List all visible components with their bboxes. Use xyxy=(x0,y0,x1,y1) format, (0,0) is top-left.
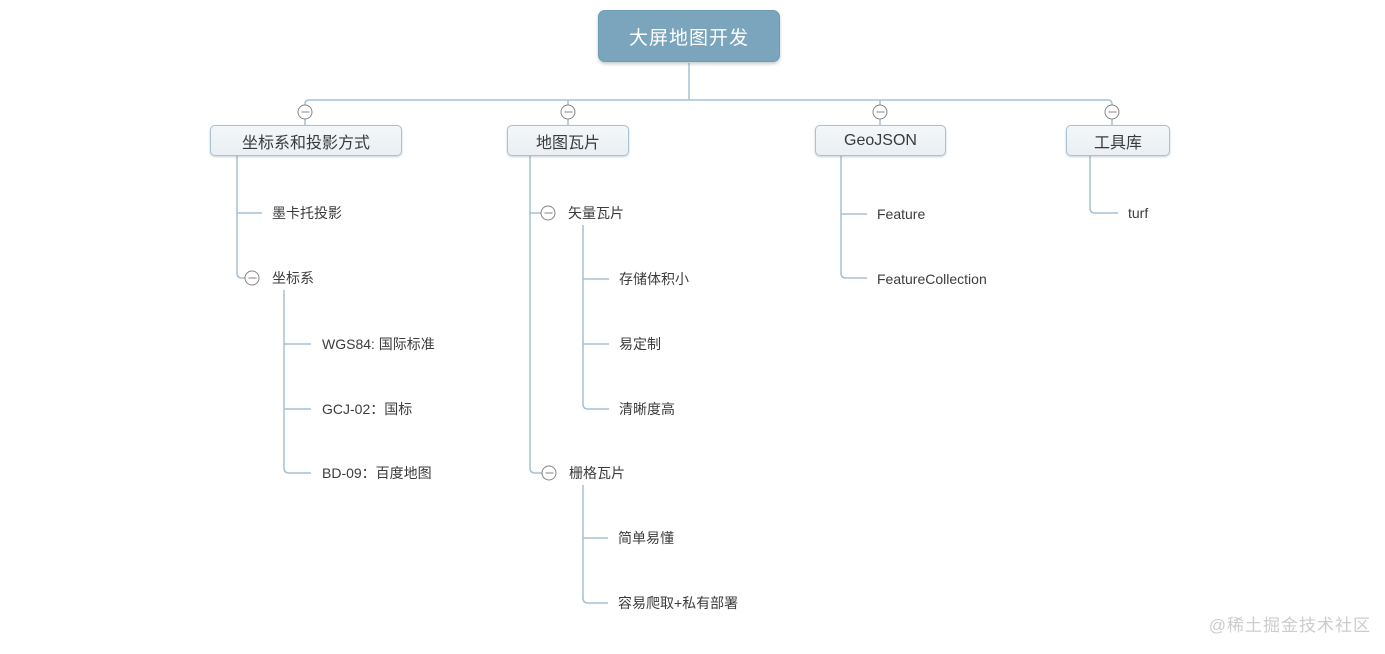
node-turf[interactable]: turf xyxy=(1128,205,1149,221)
node-easy-customize[interactable]: 易定制 xyxy=(619,336,661,352)
node-easy-crawl-private-deploy[interactable]: 容易爬取+私有部署 xyxy=(618,595,739,611)
minus-glyph xyxy=(1108,111,1116,113)
node-map-tiles[interactable]: 地图瓦片 xyxy=(507,125,629,156)
node-high-clarity[interactable]: 清晰度高 xyxy=(619,401,675,417)
collapse-minus-icon[interactable] xyxy=(1104,104,1120,120)
node-featurecollection[interactable]: FeatureCollection xyxy=(877,271,987,287)
juejin-watermark: @稀土掘金技术社区 xyxy=(1208,616,1371,635)
node-tool-library[interactable]: 工具库 xyxy=(1066,125,1170,156)
collapse-minus-icon[interactable] xyxy=(297,104,313,120)
collapse-minus-icon[interactable] xyxy=(872,104,888,120)
node-simple-understand[interactable]: 简单易懂 xyxy=(618,530,674,546)
node-coordinate-system[interactable]: 坐标系 xyxy=(272,270,314,286)
node-geojson[interactable]: GeoJSON xyxy=(815,125,946,156)
minus-glyph xyxy=(876,111,884,113)
node-small-storage[interactable]: 存储体积小 xyxy=(619,271,689,287)
node-raster-tiles[interactable]: 栅格瓦片 xyxy=(569,465,625,481)
minus-glyph xyxy=(544,212,552,214)
minus-glyph xyxy=(248,277,256,279)
minus-glyph xyxy=(564,111,572,113)
node-vector-tiles[interactable]: 矢量瓦片 xyxy=(568,205,624,221)
node-coordinate-systems-and-projection[interactable]: 坐标系和投影方式 xyxy=(210,125,402,156)
node-bd09[interactable]: BD-09：百度地图 xyxy=(322,465,432,481)
node-wgs84[interactable]: WGS84: 国际标准 xyxy=(322,336,435,352)
collapse-minus-icon[interactable] xyxy=(560,104,576,120)
collapse-minus-icon[interactable] xyxy=(541,465,557,481)
node-feature[interactable]: Feature xyxy=(877,206,926,222)
collapse-minus-icon[interactable] xyxy=(244,270,260,286)
node-root[interactable]: 大屏地图开发 xyxy=(598,10,780,62)
minus-glyph xyxy=(545,472,553,474)
node-mercator-projection[interactable]: 墨卡托投影 xyxy=(272,205,342,221)
node-gcj02[interactable]: GCJ-02：国标 xyxy=(322,401,413,417)
minus-glyph xyxy=(301,111,309,113)
collapse-minus-icon[interactable] xyxy=(540,205,556,221)
